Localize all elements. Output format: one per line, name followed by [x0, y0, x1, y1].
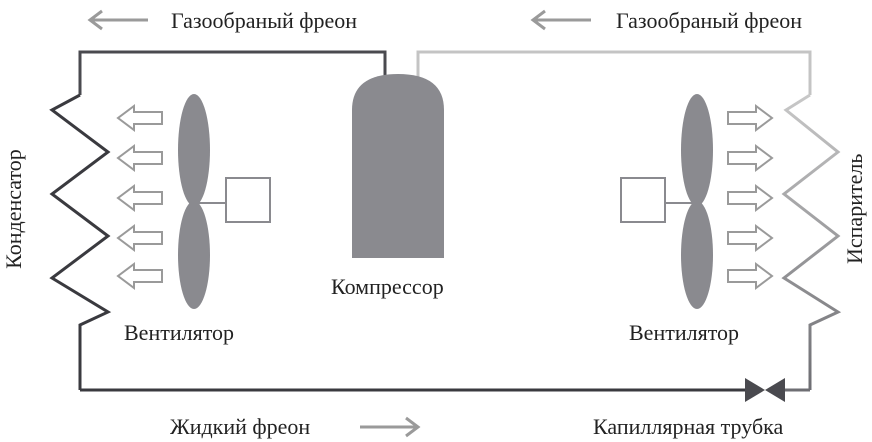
top-left-label: Газообраный фреон — [171, 8, 358, 33]
valve-icon — [745, 378, 785, 402]
arrow-left-icon — [87, 9, 148, 31]
hollow-arrow-right-icon — [727, 224, 774, 252]
compressor-label: Компрессор — [331, 274, 444, 299]
hollow-arrow-left-icon — [116, 224, 163, 252]
top-right-label: Газообраный фреон — [616, 8, 803, 33]
hollow-arrow-right-icon — [727, 144, 774, 172]
hollow-arrow-left-icon — [116, 262, 163, 290]
hollow-arrow-right-icon — [727, 184, 774, 212]
fan-right-label: Вентилятор — [629, 320, 740, 345]
evaporator-label: Испаритель — [842, 153, 867, 264]
airflow-arrows-right — [727, 104, 774, 290]
hollow-arrow-right-icon — [727, 262, 774, 290]
condenser-coil — [49, 93, 112, 390]
liquid-label: Жидкий фреон — [170, 414, 311, 439]
arrow-right-icon — [360, 416, 421, 438]
fan-left-label: Вентилятор — [124, 320, 235, 345]
hollow-arrow-left-icon — [116, 184, 163, 212]
airflow-arrows-left — [116, 104, 163, 290]
condenser-label: Конденсатор — [1, 149, 26, 269]
evaporator-coil — [781, 93, 842, 390]
fan-icon — [178, 94, 271, 309]
capillary-label: Капиллярная трубка — [593, 414, 784, 439]
hollow-arrow-right-icon — [727, 104, 774, 132]
hot-gas-line — [78, 50, 387, 95]
arrow-left-icon — [530, 9, 591, 31]
fan-icon — [620, 94, 713, 309]
suction-gas-line — [416, 50, 812, 95]
hollow-arrow-left-icon — [116, 144, 163, 172]
hollow-arrow-left-icon — [116, 104, 163, 132]
compressor-icon — [352, 74, 444, 258]
